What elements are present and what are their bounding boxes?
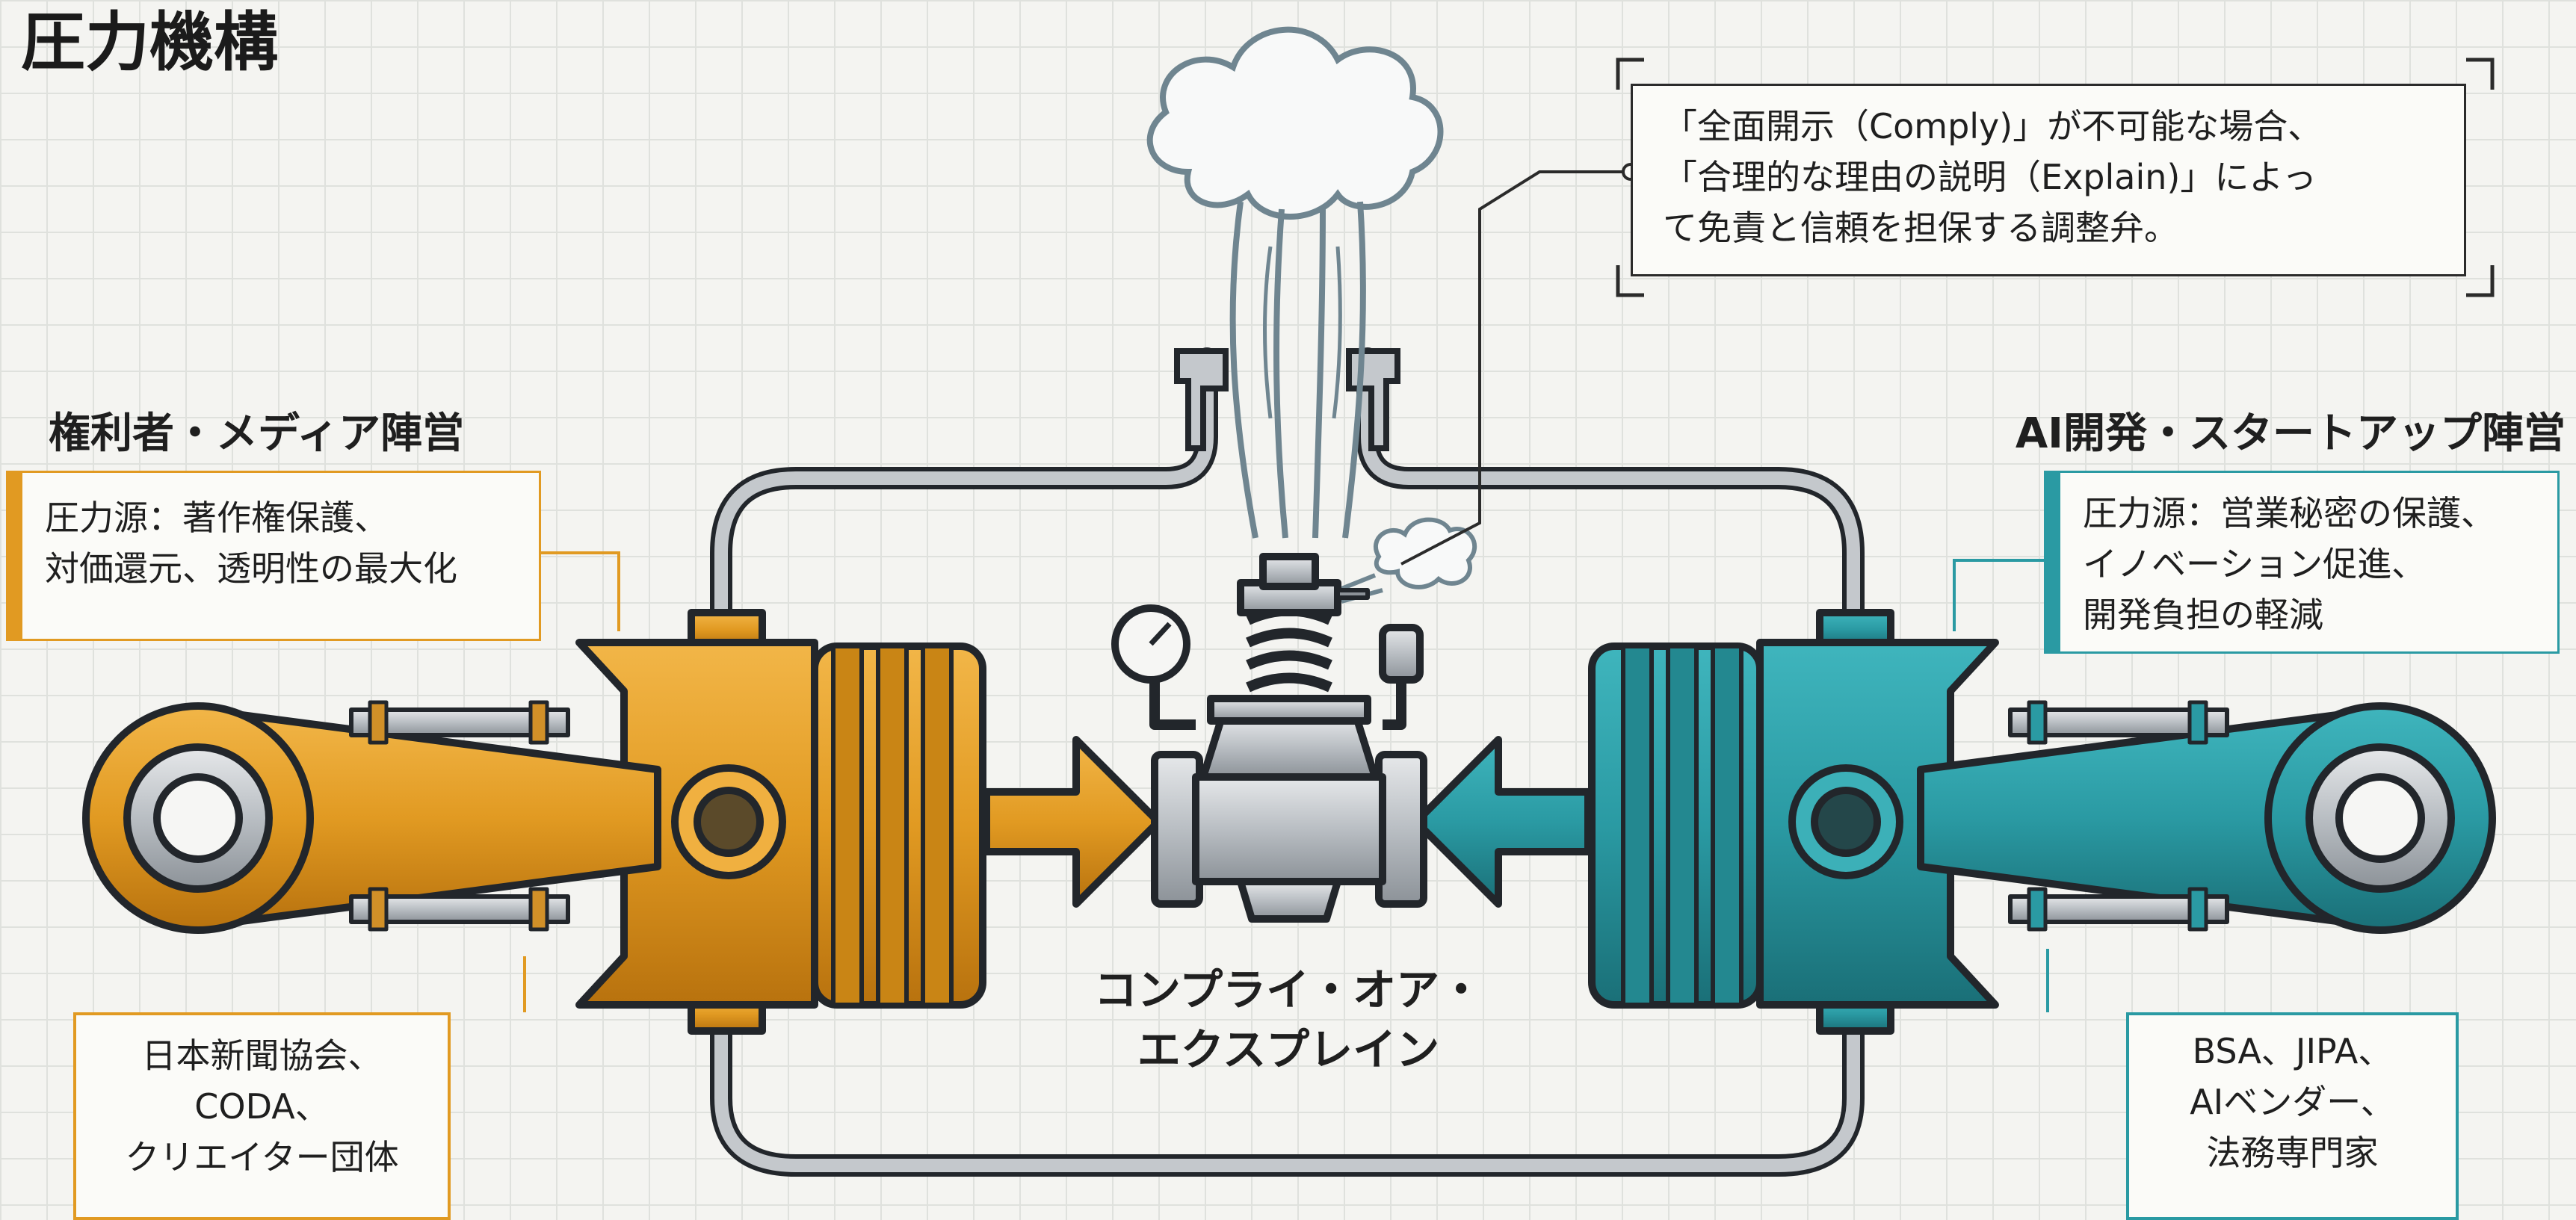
- left-group-heading: 権利者・メディア陣営: [49, 409, 465, 458]
- left-member-line: 日本新聞協会、: [141, 1035, 383, 1076]
- left-members-box: 日本新聞協会、 CODA、 クリエイター団体: [73, 1012, 451, 1220]
- steam-plume: [1146, 26, 1444, 539]
- right-member-line: AIベンダー、: [2190, 1082, 2395, 1122]
- left-connecting-rod: [82, 700, 661, 934]
- adjustment-valve: [1111, 553, 1427, 923]
- right-pressure-line: イノベーション促進、: [2083, 544, 2427, 584]
- right-pressure-line: 圧力源：営業秘密の保護、: [2083, 493, 2495, 533]
- left-pressure-line: 圧力源：著作権保護、: [45, 498, 389, 538]
- leader-lines: [523, 170, 2049, 1012]
- valve-label-line: コンプライ・オア・: [1093, 964, 1483, 1015]
- valve-label: コンプライ・オア・ エクスプレイン: [1064, 960, 1513, 1080]
- left-pressure-line: 対価還元、透明性の最大化: [45, 548, 457, 589]
- left-member-line: クリエイター団体: [125, 1137, 399, 1177]
- right-cylinder: [1588, 609, 1999, 1035]
- pipe-loop: [710, 347, 1865, 1177]
- valve-label-line: エクスプレイン: [1137, 1024, 1440, 1075]
- right-member-line: 法務専門家: [2206, 1133, 2379, 1173]
- callout-note: 「全面開示（Comply)」が不可能な場合、 「合理的な理由の説明（Explai…: [1631, 84, 2466, 276]
- callout-line: 「全面開示（Comply)」が不可能な場合、: [1663, 106, 2323, 146]
- left-pressure-arrow: [983, 736, 1162, 908]
- page-title: 圧力機構: [21, 5, 278, 80]
- left-pressure-box: 圧力源：著作権保護、 対価還元、透明性の最大化: [6, 471, 541, 641]
- right-members-box: BSA、JIPA、 AIベンダー、 法務専門家: [2126, 1012, 2459, 1220]
- left-member-line: CODA、: [194, 1086, 330, 1127]
- steam-puff: [1336, 517, 1477, 604]
- right-member-line: BSA、JIPA、: [2192, 1031, 2393, 1071]
- right-pressure-box: 圧力源：営業秘密の保護、 イノベーション促進、 開発負担の軽減: [2044, 471, 2560, 654]
- right-pressure-arrow: [1412, 736, 1592, 908]
- callout-line: 「合理的な理由の説明（Explain)」によっ: [1663, 157, 2317, 197]
- right-pressure-line: 開発負担の軽減: [2083, 595, 2323, 635]
- right-group-heading: AI開発・スタートアップ陣営: [2015, 409, 2566, 458]
- right-connecting-rod: [1917, 700, 2496, 934]
- left-cylinder: [575, 609, 986, 1035]
- callout-bracket: [1616, 58, 2495, 297]
- callout-line: て免責と信頼を担保する調整弁。: [1663, 208, 2178, 248]
